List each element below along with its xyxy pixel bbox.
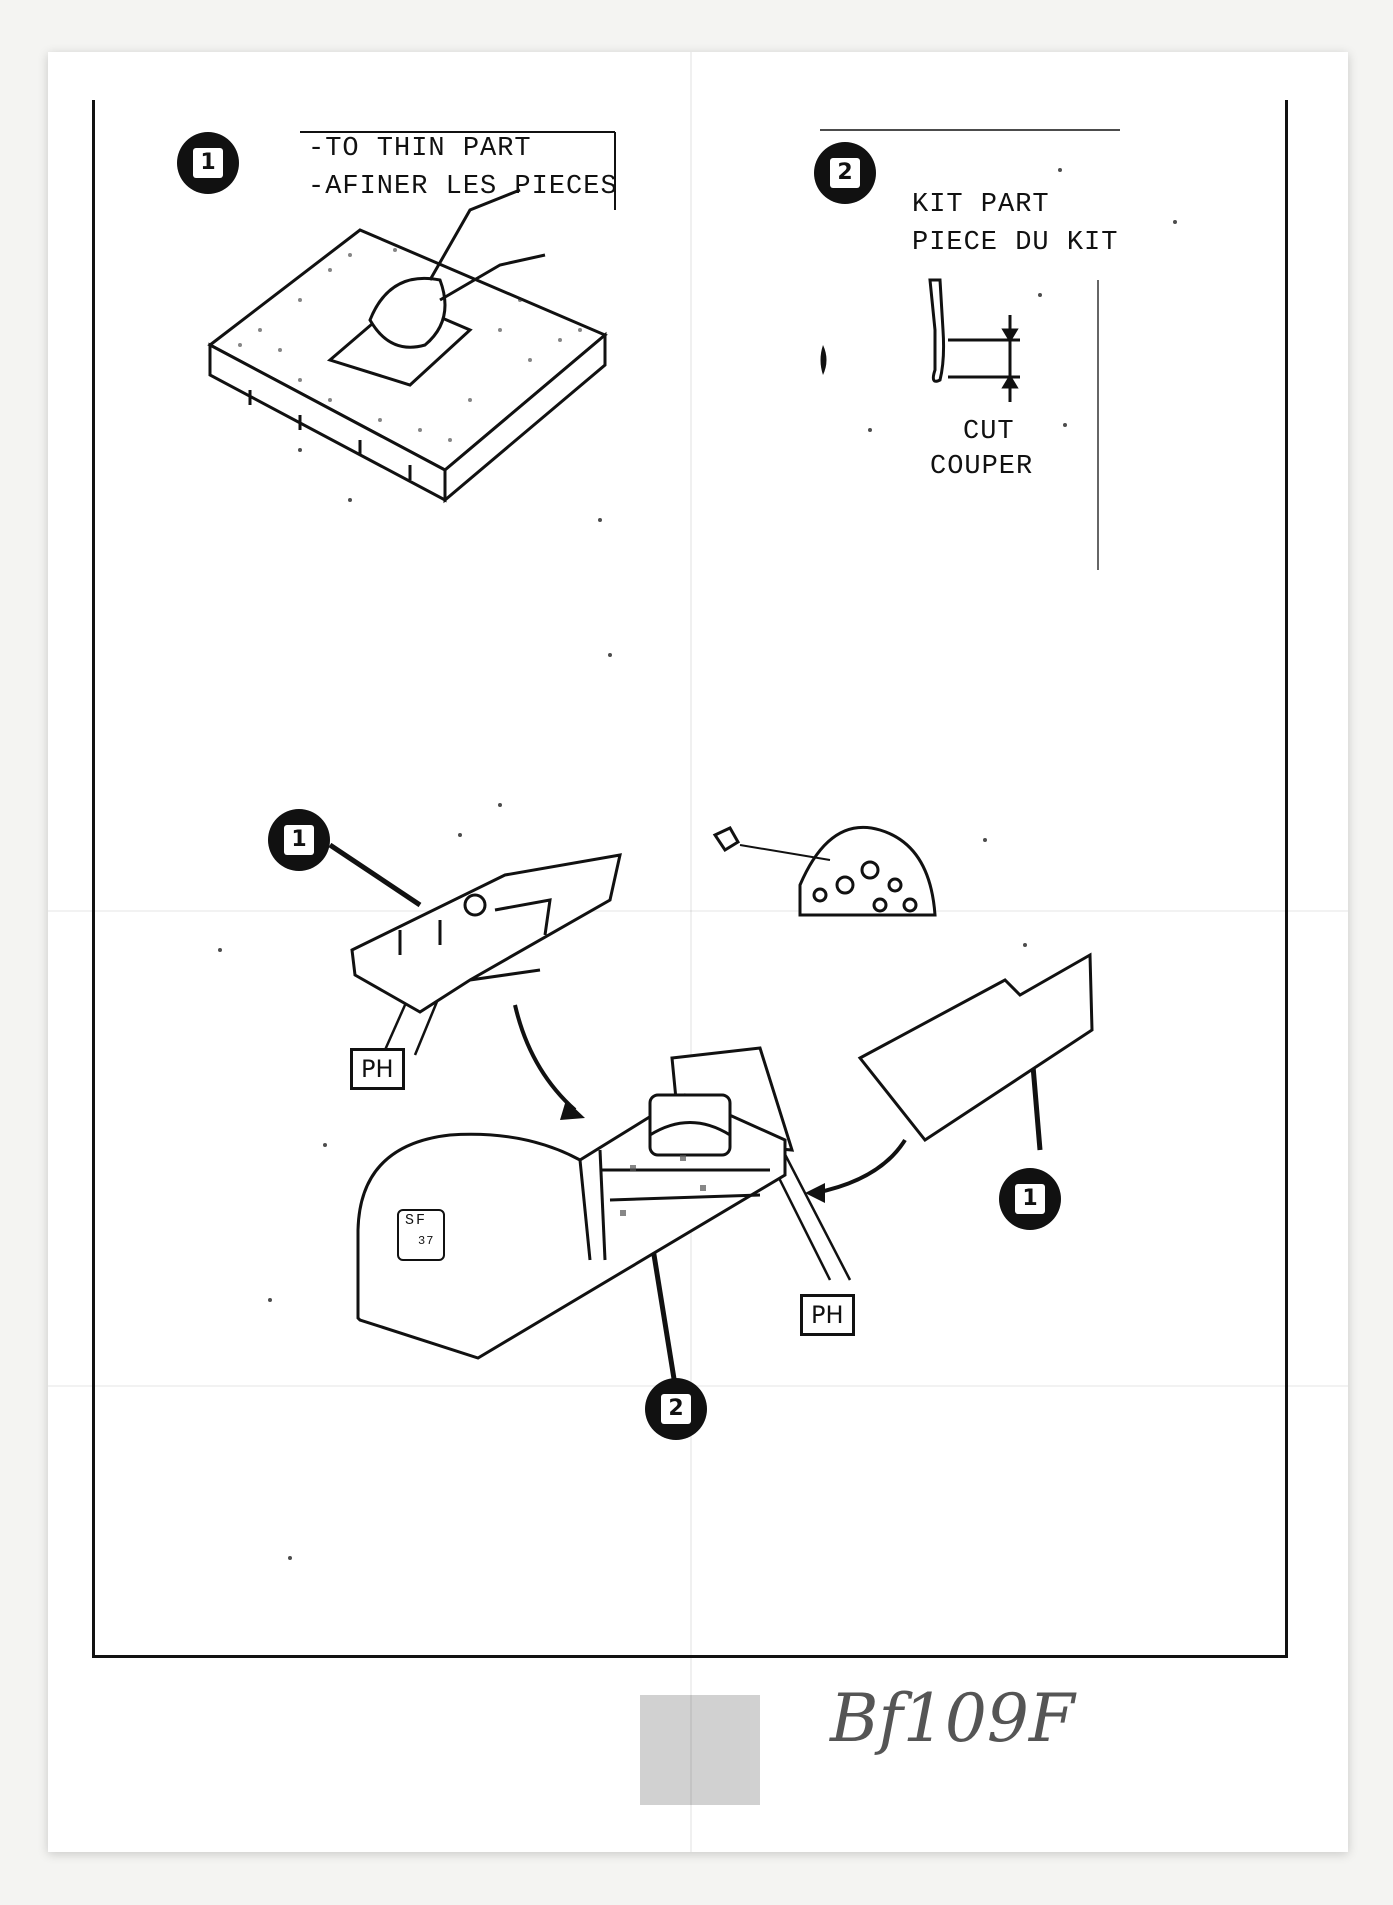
- callout-2-bottom: 2: [645, 1378, 707, 1440]
- rear-plate-part: [857, 952, 1094, 1143]
- seat-marking: [397, 1209, 445, 1261]
- callout-1-right-number: 1: [1015, 1184, 1045, 1214]
- step-1-instruction-en: -TO THIN PART: [308, 134, 532, 164]
- seat-mark-bottom: 37: [418, 1234, 435, 1248]
- sanding-texture: [238, 248, 582, 442]
- seat-mark-top: SF: [405, 1212, 428, 1229]
- cut-diagram: [928, 278, 1020, 402]
- cockpit-tub: [356, 1046, 795, 1360]
- step-1-badge: 1: [177, 132, 239, 194]
- callout-2-bottom-number: 2: [661, 1394, 691, 1424]
- step-2-badge: 2: [814, 142, 876, 204]
- callout-1-left-number: 1: [284, 825, 314, 855]
- page-frame: [92, 100, 1288, 1658]
- gauge-panel-part: [712, 825, 937, 917]
- instrument-panel-part: [350, 853, 622, 1014]
- fold-line-horizontal: [48, 910, 1348, 912]
- step-2-number: 2: [830, 158, 860, 188]
- callout-1-right: 1: [999, 1168, 1061, 1230]
- fold-line-vertical: [690, 52, 692, 1852]
- fold-line-horizontal: [48, 1385, 1348, 1387]
- step-2-cut-en: CUT: [963, 417, 1015, 447]
- step-2-cut-fr: COUPER: [930, 452, 1034, 482]
- step-1-instruction-fr: -AFINER LES PIECES: [308, 172, 618, 202]
- callout-1-left: 1: [268, 809, 330, 871]
- photocopy-smudge: [640, 1695, 760, 1805]
- ph-label-left: PH: [350, 1048, 405, 1090]
- handwritten-note: Bf109F: [830, 1680, 1075, 1757]
- small-part: [820, 345, 827, 375]
- step-1-number: 1: [193, 148, 223, 178]
- step-2-kit-part-fr: PIECE DU KIT: [912, 228, 1119, 258]
- ph-label-right: PH: [800, 1294, 855, 1336]
- step-2-kit-part-en: KIT PART: [912, 190, 1050, 220]
- sanding-block-drawing: [207, 188, 608, 504]
